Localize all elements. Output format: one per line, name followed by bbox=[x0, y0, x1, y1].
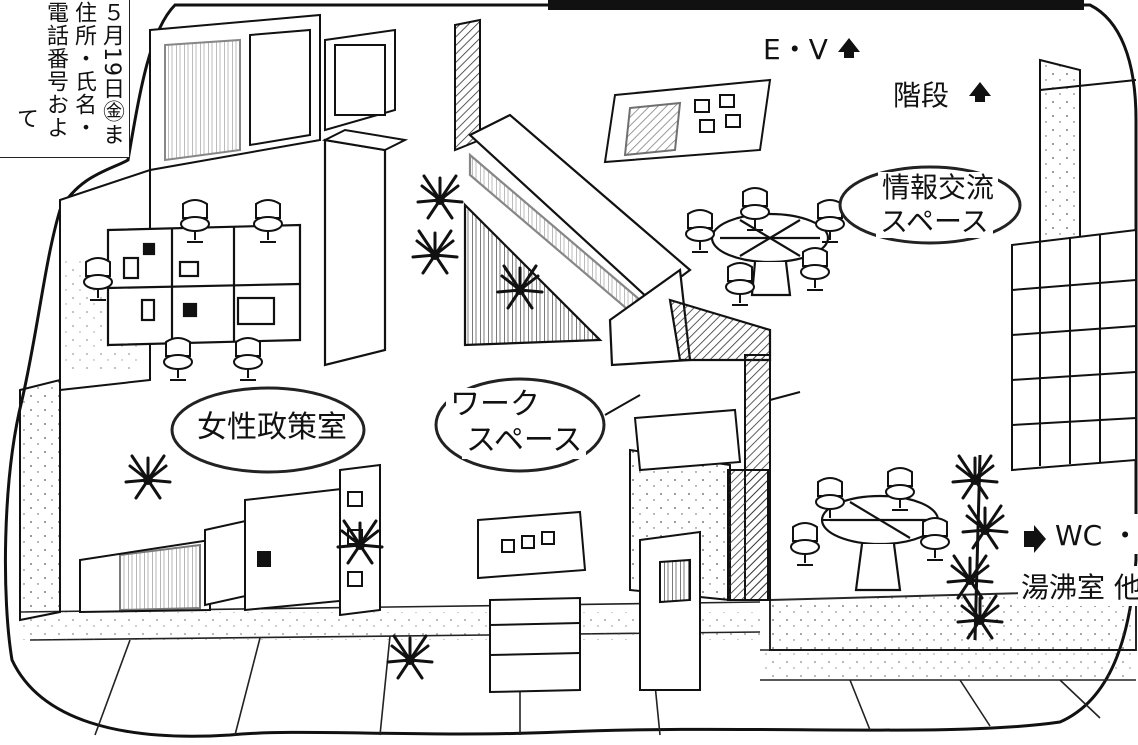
top-left-cabinets bbox=[149, 13, 396, 172]
notice-col-4: て bbox=[13, 107, 38, 130]
stairs-up-arrow-icon bbox=[969, 82, 991, 102]
work-table bbox=[477, 510, 587, 580]
work-space-label-line1: ワーク bbox=[446, 387, 544, 423]
kitchenette-label: 湯沸室 他 bbox=[1018, 566, 1138, 606]
lower-left-cabinets bbox=[79, 463, 381, 617]
notice-col-2: 住所・氏名・ bbox=[71, 1, 96, 139]
top-banner-bar bbox=[548, 0, 1084, 10]
notice-box: ５月19日㊎ま 住所・氏名・ 電話番号およ て bbox=[0, 0, 130, 158]
women-policy-room-label: 女性政策室 bbox=[193, 410, 351, 446]
info-space-label-line1: 情報交流 bbox=[878, 171, 999, 205]
elevator-label: E・V bbox=[760, 28, 831, 68]
bulletin-board bbox=[603, 78, 772, 164]
lower-round-table bbox=[820, 494, 940, 592]
office-desks bbox=[106, 223, 302, 347]
right-bookshelf bbox=[1011, 228, 1137, 472]
stairs-label: 階段 bbox=[890, 74, 953, 114]
info-space-label-line2: スペース bbox=[876, 205, 993, 239]
notice-col-3: 電話番号およ bbox=[43, 1, 68, 139]
work-space-label-line2: スペース bbox=[462, 423, 587, 459]
wc-label: WC ・ bbox=[1052, 514, 1138, 554]
wc-right-arrow-icon bbox=[1024, 525, 1046, 553]
elevator-up-arrow-icon bbox=[838, 38, 860, 58]
service-counter bbox=[463, 113, 772, 367]
info-round-table bbox=[710, 212, 830, 297]
notice-col-1: ５月19日㊎ま bbox=[99, 1, 124, 146]
